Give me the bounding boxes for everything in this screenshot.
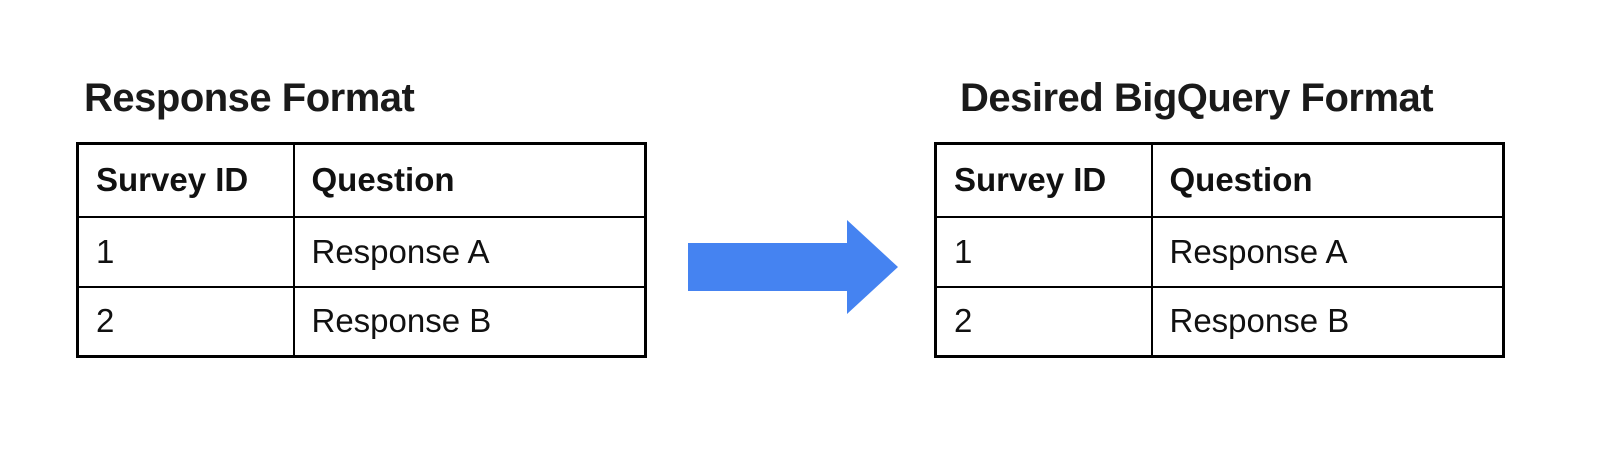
table-row: 1 Response A (76, 215, 647, 288)
header-cell-survey-id: Survey ID (76, 142, 295, 218)
table-header-row: Survey ID Question (934, 142, 1505, 218)
source-format-table: Survey ID Question 1 Response A 2 Respon… (76, 142, 647, 358)
desired-format-table: Survey ID Question 1 Response A 2 Respon… (934, 142, 1505, 358)
header-cell-question: Question (292, 142, 647, 218)
cell-survey-id: 1 (934, 215, 1153, 288)
right-arrow-shape (688, 220, 898, 314)
cell-question: Response B (292, 285, 647, 358)
desired-format-title: Desired BigQuery Format (960, 76, 1434, 120)
cell-survey-id: 1 (76, 215, 295, 288)
cell-question: Response B (1150, 285, 1505, 358)
table-row: 2 Response B (76, 285, 647, 358)
header-cell-survey-id: Survey ID (934, 142, 1153, 218)
cell-survey-id: 2 (76, 285, 295, 358)
table-row: 1 Response A (934, 215, 1505, 288)
table-header-row: Survey ID Question (76, 142, 647, 218)
cell-question: Response A (292, 215, 647, 288)
cell-survey-id: 2 (934, 285, 1153, 358)
header-cell-question: Question (1150, 142, 1505, 218)
cell-question: Response A (1150, 215, 1505, 288)
transform-arrow-icon (688, 220, 898, 314)
desired-format-panel: Desired BigQuery Format Survey ID Questi… (934, 78, 1505, 358)
source-format-title: Response Format (84, 76, 415, 120)
table-row: 2 Response B (934, 285, 1505, 358)
source-format-panel: Response Format Survey ID Question 1 Res… (76, 78, 647, 358)
